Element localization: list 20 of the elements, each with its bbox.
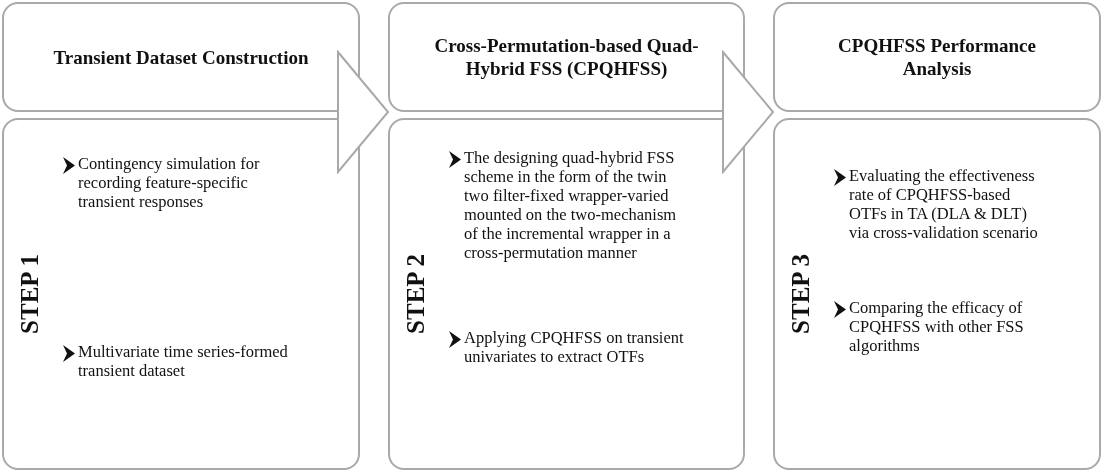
bullet-text: Evaluating the effectiveness rate of CPQHFSS-based OTFs in TA (DLA & DLT) via cross-validation scenario <box>849 166 1039 242</box>
stage-header-box <box>773 2 1101 112</box>
step-panel <box>2 118 360 470</box>
bullet-text: Applying CPQHFSS on transient univariates to extract OTFs <box>464 328 685 366</box>
stage-header-box <box>388 2 745 112</box>
bullet-text: Contingency simulation for recording feature-specific transient responses <box>78 154 261 211</box>
stage-header-box <box>2 2 360 112</box>
bullet-text: The designing quad-hybrid FSS scheme in the form of the twin two filter-fixed wrapper-varied mounted on the two-mechanism of the incremental wrapper in a cross-permutation manner <box>464 148 678 262</box>
step-panel <box>388 118 745 470</box>
stage-title: Transient Dataset Construction <box>52 45 310 69</box>
step-label: STEP 1 <box>16 254 44 334</box>
stage-title: CPQHFSS Performance Analysis <box>837 34 1037 80</box>
stage-title: Cross-Permutation-based Quad-Hybrid FSS (CPQHFSS) <box>433 34 700 80</box>
step-label: STEP 2 <box>402 254 430 334</box>
block-arrow <box>722 51 774 173</box>
step-panel <box>773 118 1101 470</box>
bullet-text: Multivariate time series-formed transient dataset <box>78 342 289 380</box>
bullet-text: Comparing the efficacy of CPQHFSS with other FSS algorithms <box>849 298 1025 355</box>
step-label: STEP 3 <box>787 254 815 334</box>
block-arrow <box>337 51 389 173</box>
